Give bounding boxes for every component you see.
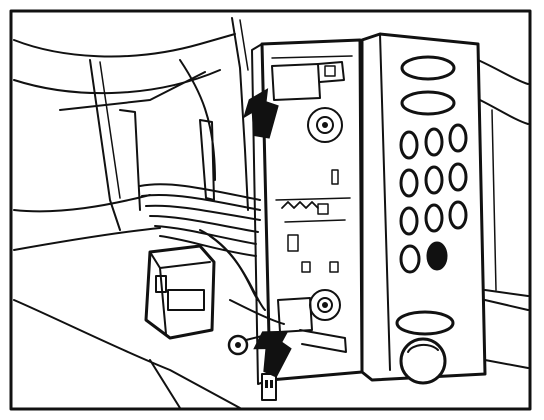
dashboard-background — [13, 17, 249, 409]
arrow-icon — [243, 88, 279, 139]
eject-button — [395, 310, 455, 336]
preset-button-wide — [400, 55, 456, 81]
keypad-buttons — [399, 123, 468, 274]
wiring-harness — [139, 183, 285, 401]
upper-release-clip — [271, 63, 321, 101]
frame-border — [9, 9, 532, 411]
dash-right — [477, 59, 529, 369]
small-plug — [261, 373, 277, 401]
harness-connector — [144, 244, 216, 340]
volume-knob — [399, 337, 447, 385]
lower-release-clip — [277, 297, 313, 333]
upper-mount-screw — [307, 107, 343, 143]
arrow-icon — [253, 330, 292, 378]
preset-button-wide — [400, 90, 456, 116]
radio-faceplate — [360, 32, 487, 385]
radio-chassis — [251, 38, 364, 385]
